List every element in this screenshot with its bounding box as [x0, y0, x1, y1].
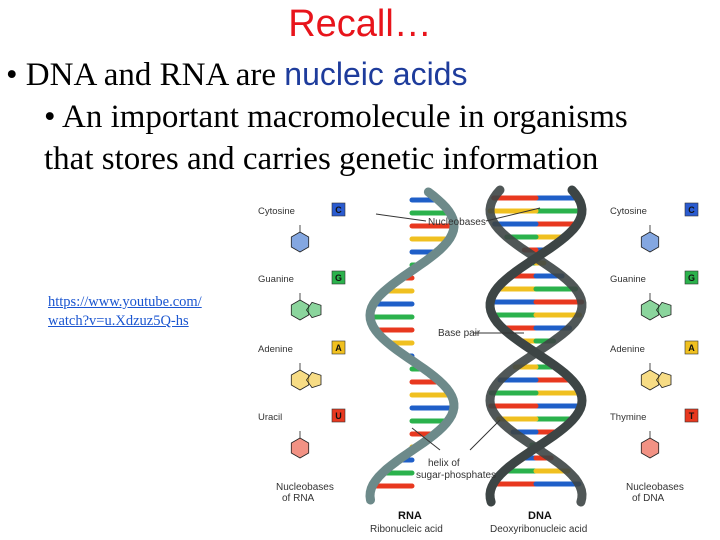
nucleobases-arrow-right	[485, 207, 541, 222]
slide-title: Recall…	[288, 3, 432, 45]
rna-helix	[365, 187, 459, 505]
rna-backbone	[365, 187, 459, 505]
rna-nucleobase-column: Cytosine C Guanine G Adenine A Uracil U	[258, 202, 346, 459]
rna-subtitle: Ribonucleic acid	[370, 524, 443, 535]
left-base-name: Guanine	[258, 274, 294, 285]
right-base-name: Thymine	[610, 412, 646, 423]
left-base-molecule-ring	[290, 437, 310, 459]
left-base-name: Cytosine	[258, 206, 295, 217]
dna-subtitle: Deoxyribonucleic acid	[490, 524, 587, 535]
right-base-letter: G	[688, 273, 695, 283]
right-base-letter-box	[684, 202, 699, 217]
rna-title: RNA	[398, 510, 422, 522]
left-base-name: Uracil	[258, 412, 282, 423]
bullet-text: • DNA and RNA are	[6, 57, 285, 93]
dna-title: DNA	[528, 510, 552, 522]
right-base-letter-box	[684, 340, 699, 355]
left-base-letter: C	[335, 205, 342, 215]
right-base-molecule-ring	[640, 299, 660, 321]
right-base-molecule-ring-2	[656, 301, 672, 319]
dna-helix	[485, 185, 587, 507]
dna-caption-2: of DNA	[632, 493, 665, 504]
dna-caption-1: Nucleobases	[626, 482, 684, 493]
rna-caption-1: Nucleobases	[276, 482, 334, 493]
right-base-name: Adenine	[610, 344, 645, 355]
bullet-macromolecule: • An important macromolecule in organism…	[44, 99, 628, 177]
right-base-molecule-ring-2	[656, 371, 672, 389]
right-base-letter-box	[684, 408, 699, 423]
left-base-molecule-ring	[290, 299, 310, 321]
helix-arrow-left	[411, 427, 441, 451]
youtube-link[interactable]: https://www.youtube.com/watch?v=u.Xdzuz5…	[48, 294, 202, 329]
left-base-letter: A	[335, 343, 342, 353]
left-base-name: Adenine	[258, 344, 293, 355]
helix-arrow-right	[469, 419, 501, 451]
left-base-letter-box	[331, 408, 346, 423]
right-base-name: Guanine	[610, 274, 646, 285]
left-base-molecule-ring-2	[306, 371, 322, 389]
right-base-molecule-ring	[640, 437, 660, 459]
dna-backbone-2	[485, 185, 587, 507]
right-base-molecule-ring	[640, 369, 660, 391]
left-base-molecule-ring	[290, 369, 310, 391]
right-base-letter: C	[688, 205, 695, 215]
left-base-letter-box	[331, 202, 346, 217]
helix-label-2: sugar-phosphates	[416, 470, 496, 481]
right-base-molecule-ring	[640, 231, 660, 253]
left-base-molecule-ring	[290, 231, 310, 253]
left-base-letter-box	[331, 270, 346, 285]
nucleobases-label: Nucleobases	[428, 217, 486, 228]
right-base-name: Cytosine	[610, 206, 647, 217]
left-base-letter-box	[331, 340, 346, 355]
left-base-molecule-ring-2	[306, 301, 322, 319]
right-base-letter: A	[688, 343, 695, 353]
base-pair-label: Base pair	[438, 328, 481, 339]
left-base-letter: U	[335, 411, 342, 421]
right-base-letter-box	[684, 270, 699, 285]
nucleobases-arrow-left	[375, 213, 427, 222]
right-base-letter: T	[689, 411, 695, 421]
bullet-dna-rna: • DNA and RNA are nucleic acids	[6, 54, 467, 95]
helix-label-1: helix of	[428, 458, 460, 469]
dna-nucleobase-column: Cytosine C Guanine G Adenine A Thymine T	[610, 202, 699, 459]
rna-caption-2: of RNA	[282, 493, 315, 504]
nucleic-acids-highlight: nucleic acids	[284, 56, 468, 92]
left-base-letter: G	[335, 273, 342, 283]
